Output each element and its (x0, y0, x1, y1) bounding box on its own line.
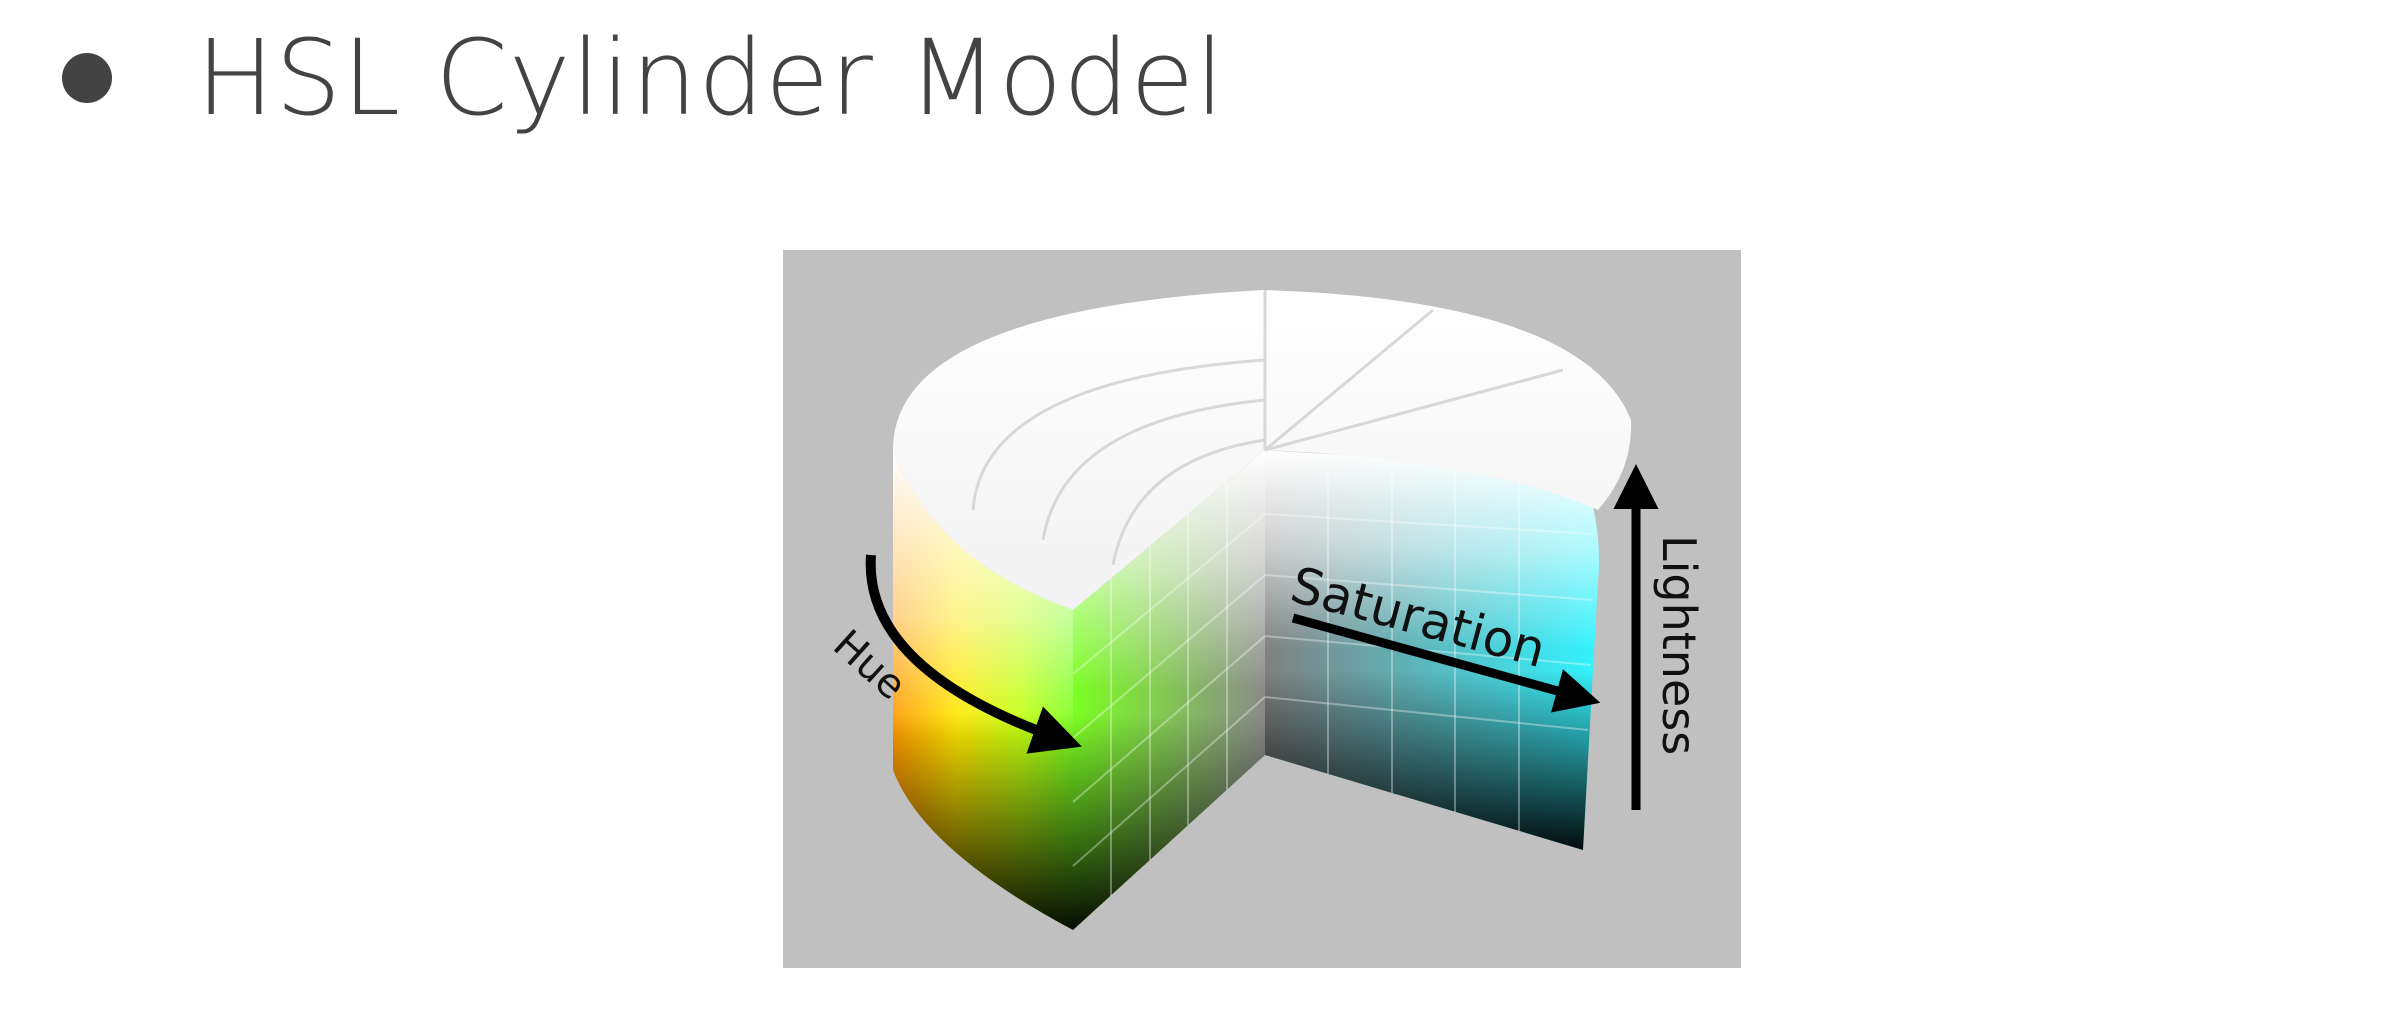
lightness-label: Lightness (1652, 535, 1706, 755)
slide-title: HSL Cylinder Model (196, 17, 1226, 139)
hue-side-face (893, 450, 1073, 930)
hsl-cylinder-figure: Hue Saturation Lightness (783, 250, 1741, 968)
bullet-dot (62, 53, 112, 103)
cut-face-cyan (1264, 450, 1599, 850)
hsl-cylinder-diagram: Hue Saturation Lightness (824, 290, 1706, 930)
saturation-arrow (1291, 613, 1601, 713)
bullet-item: HSL Cylinder Model (62, 8, 1225, 148)
top-face (893, 290, 1632, 610)
hue-arrow (865, 554, 1082, 754)
